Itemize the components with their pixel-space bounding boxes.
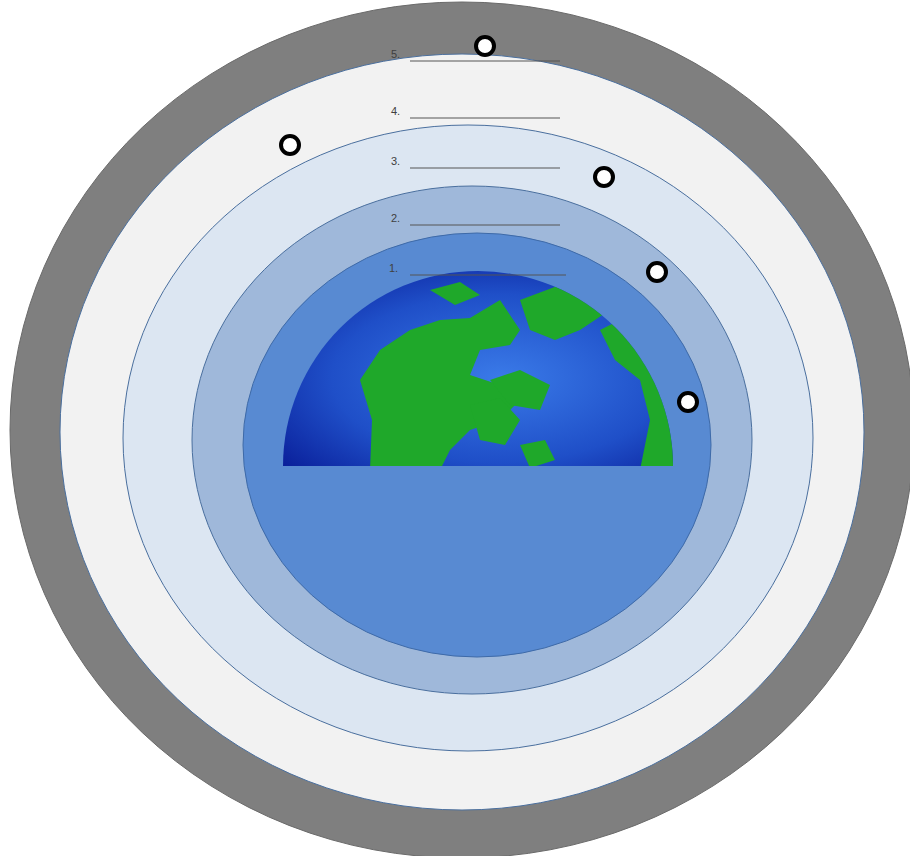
callout-number: 2.	[391, 213, 400, 224]
layer-3	[123, 125, 813, 751]
callout-number: 5.	[391, 49, 400, 60]
layer-2	[192, 186, 752, 694]
earth	[280, 268, 680, 470]
callout-number: 4.	[391, 106, 400, 117]
marker-dots	[281, 37, 697, 411]
layer-1	[243, 233, 711, 657]
callout-number: 3.	[391, 156, 400, 167]
outer-layer	[10, 2, 910, 856]
callout-number: 1.	[389, 263, 398, 274]
answer-lines	[410, 61, 566, 275]
layer-4	[60, 54, 864, 810]
